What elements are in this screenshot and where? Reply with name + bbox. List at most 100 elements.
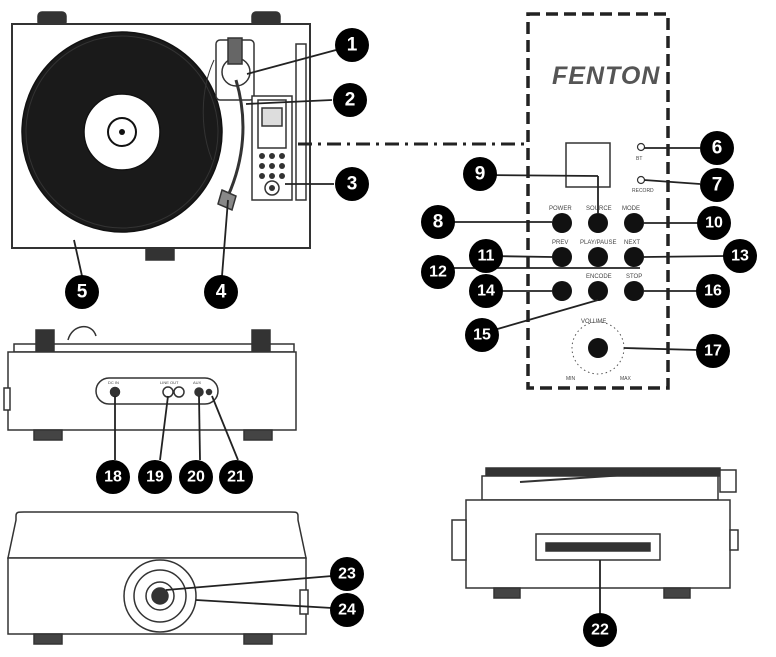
source-button[interactable]	[588, 213, 608, 233]
prev-label: PREV	[552, 240, 568, 246]
line-out-l-jack[interactable]	[162, 386, 174, 398]
callout-7: 7	[700, 168, 734, 202]
dc-in-jack[interactable]	[109, 386, 121, 398]
callout-20: 20	[179, 460, 213, 494]
rear-io-panel	[95, 377, 219, 405]
callout-10: 10	[697, 206, 731, 240]
aux-jack[interactable]	[194, 387, 204, 397]
keypad-dot[interactable]	[279, 173, 285, 179]
svg-text:15: 15	[473, 327, 491, 344]
callout-5: 5	[65, 275, 99, 309]
bt-led	[636, 142, 646, 152]
play-pause-button[interactable]	[588, 247, 608, 267]
line-out-r-jack[interactable]	[173, 386, 185, 398]
volume-min-label: MIN	[566, 376, 576, 382]
play-pause-label: PLAY/PAUSE	[580, 240, 616, 246]
svg-text:8: 8	[433, 212, 444, 233]
side-hinge	[719, 469, 737, 493]
callout-21: 21	[219, 460, 253, 494]
svg-text:24: 24	[338, 602, 356, 619]
svg-text:6: 6	[712, 138, 723, 159]
callout-18: 18	[96, 460, 130, 494]
callout-16: 16	[696, 274, 730, 308]
counterweight	[227, 37, 243, 65]
volume-knob[interactable]	[588, 338, 608, 358]
prev-button[interactable]	[552, 247, 572, 267]
rear-foot-left	[33, 429, 63, 441]
keypad-dot[interactable]	[259, 153, 265, 159]
svg-text:22: 22	[591, 622, 609, 639]
callout-13: 13	[723, 239, 757, 273]
record-led-label: RECORD	[632, 188, 654, 194]
module-display	[261, 107, 283, 127]
callout-19: 19	[138, 460, 172, 494]
mode-button[interactable]	[624, 213, 644, 233]
tonearm[interactable]	[226, 79, 245, 197]
callout-12: 12	[421, 255, 455, 289]
record-button[interactable]	[552, 281, 572, 301]
stop-button[interactable]	[624, 281, 644, 301]
side-left-bracket	[451, 519, 467, 561]
turntable-top-view	[11, 11, 311, 261]
svg-text:10: 10	[705, 215, 723, 232]
keypad-dot[interactable]	[269, 153, 275, 159]
record-label-ring	[107, 117, 137, 147]
headshell	[217, 188, 237, 212]
svg-text:23: 23	[338, 566, 356, 583]
keypad-dot[interactable]	[259, 173, 265, 179]
svg-text:14: 14	[477, 283, 495, 300]
cd-slot[interactable]	[545, 542, 651, 552]
power-label: POWER	[549, 206, 572, 212]
panel-display	[565, 142, 611, 188]
callouts: 1 2 3 4 5 6 7 8 9 10 11 12 13 14 15 16 1…	[65, 28, 757, 647]
rear-hinge-left	[35, 329, 55, 353]
record-groove	[25, 35, 219, 229]
svg-text:4: 4	[216, 282, 227, 303]
keypad-dot[interactable]	[269, 173, 275, 179]
callout-3: 3	[335, 167, 369, 201]
callout-8: 8	[421, 205, 455, 239]
callout-17: 17	[696, 334, 730, 368]
side-foot-right	[663, 587, 691, 599]
svg-text:1: 1	[347, 35, 358, 56]
mode-label: MODE	[622, 206, 640, 212]
record-led	[636, 175, 646, 185]
callout-22: 22	[583, 613, 617, 647]
keypad-dot[interactable]	[269, 163, 275, 169]
turntable-front-view	[7, 511, 309, 645]
callout-1: 1	[335, 28, 369, 62]
svg-text:20: 20	[187, 469, 205, 486]
svg-text:5: 5	[77, 282, 88, 303]
rear-foot-right	[243, 429, 273, 441]
leader-lines	[73, 49, 727, 614]
rear-side-knob	[3, 387, 11, 411]
stop-label: STOP	[626, 274, 642, 280]
side-foot-left	[493, 587, 521, 599]
svg-text:17: 17	[704, 343, 722, 360]
callout-11: 11	[469, 239, 503, 273]
keypad-dot[interactable]	[259, 163, 265, 169]
front-foot	[145, 247, 175, 261]
svg-text:11: 11	[478, 248, 495, 265]
svg-text:18: 18	[104, 469, 122, 486]
module-keypad	[259, 153, 285, 179]
side-platter-area	[481, 475, 719, 501]
keypad-dot[interactable]	[279, 163, 285, 169]
power-button[interactable]	[552, 213, 572, 233]
spindle	[119, 129, 125, 135]
callout-6: 6	[700, 131, 734, 165]
svg-text:7: 7	[712, 175, 723, 196]
front-side-knob	[299, 589, 309, 615]
arm-rest-guide	[202, 59, 215, 161]
callout-15: 15	[465, 318, 499, 352]
svg-text:12: 12	[429, 264, 447, 281]
next-button[interactable]	[624, 247, 644, 267]
encode-label: ENCODE	[586, 274, 612, 280]
keypad-dot[interactable]	[279, 153, 285, 159]
callout-4: 4	[204, 275, 238, 309]
front-foot-right	[243, 633, 273, 645]
power-switch[interactable]	[205, 388, 213, 396]
encode-button[interactable]	[588, 281, 608, 301]
side-right-knob	[729, 529, 739, 551]
